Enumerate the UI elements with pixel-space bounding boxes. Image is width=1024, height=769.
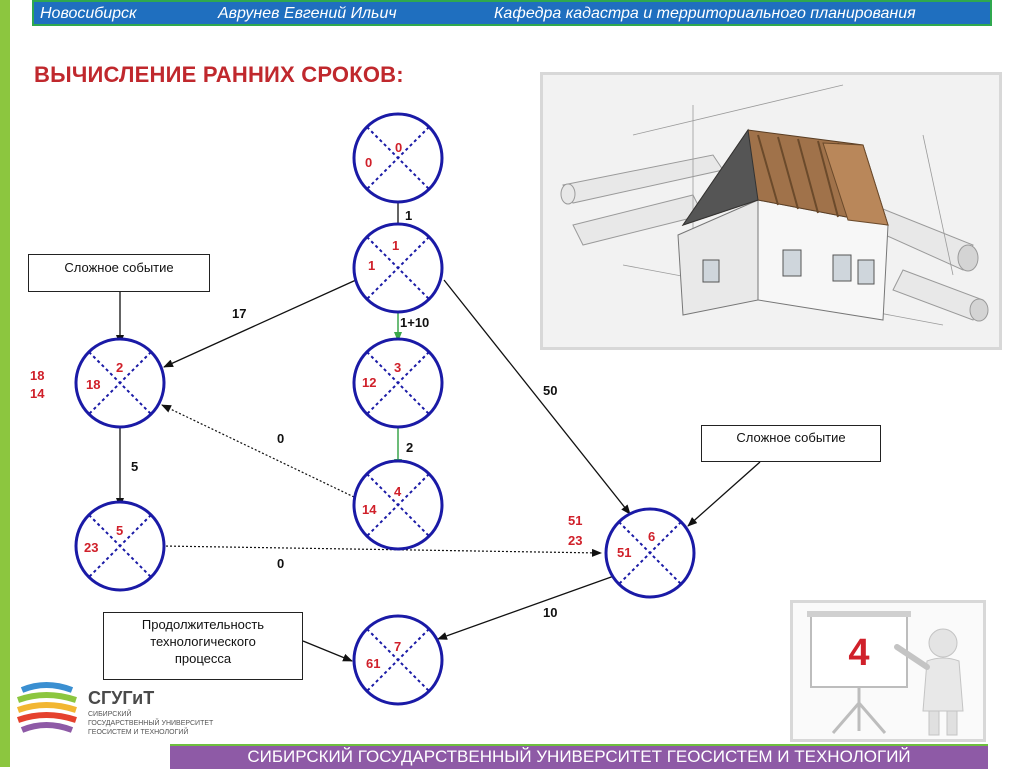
- node6-candidate-a: 51: [568, 513, 582, 528]
- logo-emblem: [16, 682, 77, 733]
- footer-bar: СИБИРСКИЙ ГОСУДАРСТВЕННЫЙ УНИВЕРСИТЕТ ГЕ…: [170, 744, 988, 769]
- edge-label-1-3: 1+10: [400, 315, 429, 330]
- header-city: Новосибирск: [40, 5, 137, 22]
- svg-text:1: 1: [392, 238, 399, 253]
- edge-label-1-6: 50: [543, 383, 557, 398]
- callout-arrow-duration: [302, 640, 353, 662]
- svg-text:61: 61: [366, 656, 380, 671]
- left-accent-bar: [0, 0, 10, 767]
- header-department: Кафедра кадастра и территориального план…: [494, 5, 916, 22]
- edge-label-4-2: 0: [277, 431, 284, 446]
- university-logo: СГУГиТ СИБИРСКИЙ ГОСУДАРСТВЕННЫЙ УНИВЕРС…: [16, 680, 246, 744]
- edge-1-6: [443, 279, 631, 515]
- event-node-6: 6 51: [604, 507, 696, 599]
- svg-text:СИБИРСКИЙ: СИБИРСКИЙ: [88, 709, 132, 718]
- svg-text:23: 23: [84, 540, 98, 555]
- svg-text:14: 14: [362, 502, 377, 517]
- callout-arrow-right: [687, 461, 761, 527]
- presentation-figure-image: 4: [790, 600, 986, 742]
- svg-text:4: 4: [394, 484, 402, 499]
- event-node-7: 7 61: [352, 614, 444, 706]
- node6-candidate-b: 23: [568, 533, 582, 548]
- svg-text:7: 7: [394, 639, 401, 654]
- complex-event-callout-left: Сложное событие: [28, 254, 210, 292]
- edge-label-3-4: 2: [406, 440, 413, 455]
- edge-1-2: [163, 279, 357, 368]
- svg-text:18: 18: [86, 377, 100, 392]
- header-author: Аврунев Евгений Ильич: [218, 5, 397, 22]
- edge-4-2: [161, 404, 355, 498]
- svg-text:5: 5: [116, 523, 123, 538]
- svg-text:12: 12: [362, 375, 376, 390]
- svg-text:ГОСУДАРСТВЕННЫЙ УНИВЕРСИТЕТ: ГОСУДАРСТВЕННЫЙ УНИВЕРСИТЕТ: [88, 718, 214, 727]
- event-node-5: 5 23: [74, 500, 166, 592]
- svg-text:0: 0: [365, 155, 372, 170]
- edge-6-7: [437, 575, 615, 640]
- presentation-number: 4: [848, 632, 869, 674]
- svg-text:0: 0: [395, 140, 402, 155]
- edge-label-6-7: 10: [543, 605, 557, 620]
- edge-5-6: [161, 545, 602, 557]
- edge-label-1-2: 17: [232, 306, 246, 321]
- header-bar: Новосибирск Аврунев Евгений Ильич Кафедр…: [32, 0, 992, 26]
- event-node-4: 4 14: [352, 459, 444, 551]
- svg-text:СГУГиТ: СГУГиТ: [88, 688, 154, 708]
- svg-text:51: 51: [617, 545, 631, 560]
- svg-text:ГЕОСИСТЕМ И ТЕХНОЛОГИЙ: ГЕОСИСТЕМ И ТЕХНОЛОГИЙ: [88, 727, 188, 736]
- house-blueprint-image: [540, 72, 1002, 350]
- svg-text:3: 3: [394, 360, 401, 375]
- svg-text:6: 6: [648, 529, 655, 544]
- event-node-1: 1 1: [352, 222, 444, 314]
- event-node-2: 2 18: [74, 337, 166, 429]
- edge-label-0-1: 1: [405, 208, 412, 223]
- event-node-3: 3 12: [352, 337, 444, 429]
- node2-candidate-b: 14: [30, 386, 45, 401]
- duration-callout: Продолжительность технологического проце…: [103, 612, 303, 680]
- edge-label-5-6: 0: [277, 556, 284, 571]
- svg-text:2: 2: [116, 360, 123, 375]
- page-title: ВЫЧИСЛЕНИЕ РАННИХ СРОКОВ:: [34, 62, 404, 87]
- node2-candidate-a: 18: [30, 368, 44, 383]
- event-node-0: 0 0: [352, 112, 444, 204]
- svg-text:1: 1: [368, 258, 375, 273]
- edge-label-2-5: 5: [131, 459, 138, 474]
- complex-event-callout-right: Сложное событие: [701, 425, 881, 462]
